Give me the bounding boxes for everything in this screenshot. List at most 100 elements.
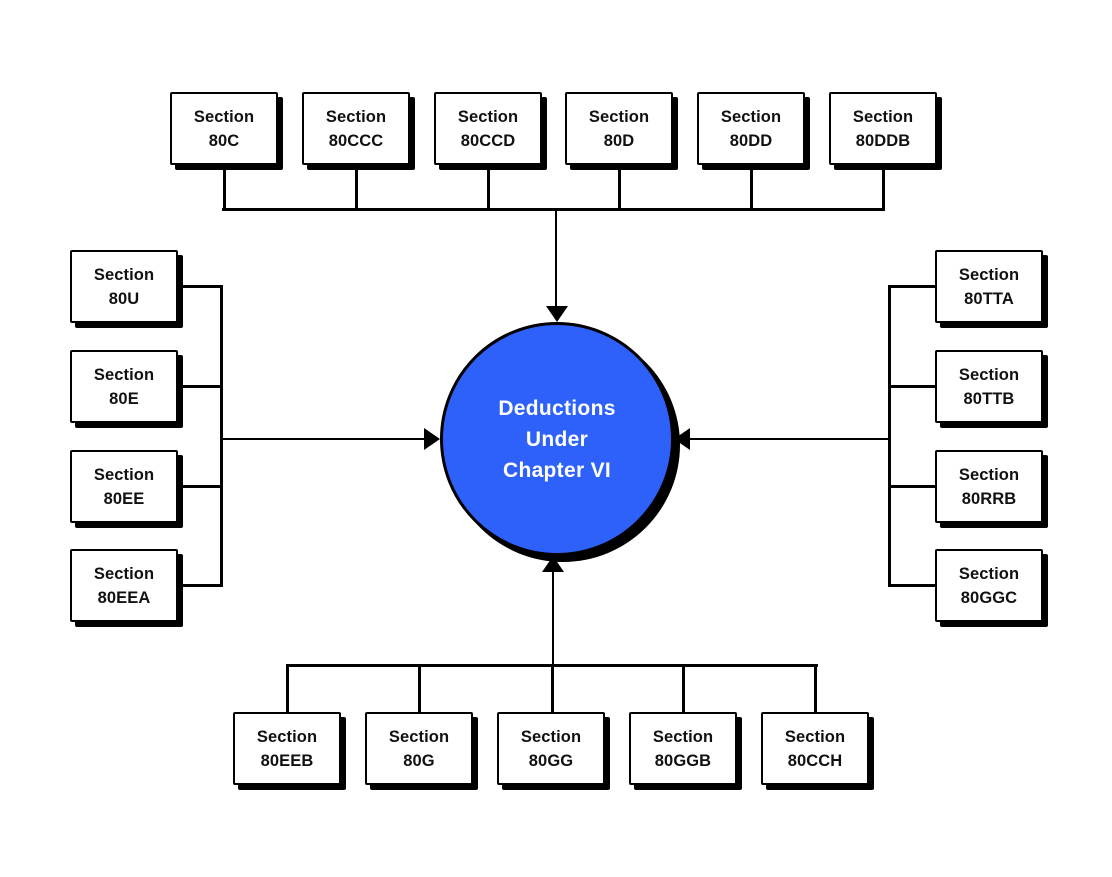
node-label: Section 80G [389,725,449,773]
node-label: Section 80E [94,363,154,411]
node-section-80eeb: Section 80EEB [233,712,341,785]
node-label: Section 80EE [94,463,154,511]
connector-line [176,584,223,587]
node-label-code: 80GGC [960,588,1018,607]
connector-line [814,664,817,714]
center-label: Deductions Under Chapter VI [498,393,615,486]
node-label-code: 80EE [103,489,145,508]
node-label: Section 80RRB [959,463,1019,511]
connector-line [176,285,223,288]
center-label-line: Chapter VI [502,458,612,482]
node-section-80c: Section 80C [170,92,278,165]
node-section-80ee: Section 80EE [70,450,178,523]
node-label-line1: Section [958,465,1020,484]
node-label-code: 80DDB [855,131,911,150]
node-label-code: 80TTA [964,289,1014,308]
node-section-80tta: Section 80TTA [935,250,1043,323]
node-label-line1: Section [93,265,155,284]
node-section-80dd: Section 80DD [697,92,805,165]
node-label-line1: Section [256,727,318,746]
arrow-shaft-top [555,209,557,307]
connector-line [418,664,421,714]
node-section-80ccd: Section 80CCD [434,92,542,165]
node-label-line1: Section [457,107,519,126]
node-label-code: 80TTB [963,389,1015,408]
connector-line [223,163,226,210]
arrow-shaft-bottom [552,570,554,666]
node-label: Section 80TTA [959,263,1019,311]
node-label: Section 80EEA [94,562,154,610]
node-label-line1: Section [325,107,387,126]
node-label-code: 80U [108,289,140,308]
node-label-line1: Section [93,465,155,484]
node-label-code: 80DD [729,131,773,150]
node-label: Section 80GG [521,725,581,773]
trunk-line-right [888,285,891,587]
connector-line [889,385,937,388]
center-label-line: Under [525,427,589,451]
node-label-code: 80CCD [460,131,516,150]
node-label: Section 80CCD [458,105,518,153]
node-label: Section 80TTB [959,363,1019,411]
node-label-code: 80EEB [260,751,314,770]
node-section-80ccc: Section 80CCC [302,92,410,165]
node-section-80eea: Section 80EEA [70,549,178,622]
node-label: Section 80CCC [326,105,386,153]
arrow-shaft-right [690,438,890,440]
trunk-line-top [222,208,885,211]
node-section-80u: Section 80U [70,250,178,323]
node-label-line1: Section [588,107,650,126]
node-label: Section 80EEB [257,725,317,773]
arrow-head-down [546,306,568,322]
connector-line [487,163,490,210]
connector-line [889,285,937,288]
arrow-head-right [424,428,440,450]
node-label-code: 80D [603,131,635,150]
node-label-line1: Section [958,265,1020,284]
node-label-line1: Section [193,107,255,126]
connector-line [176,385,223,388]
connector-line [176,485,223,488]
node-label-line1: Section [958,365,1020,384]
node-label-code: 80RRB [961,489,1017,508]
arrow-shaft-left [222,438,424,440]
node-section-80ggb: Section 80GGB [629,712,737,785]
node-label: Section 80C [194,105,254,153]
node-section-80ggc: Section 80GGC [935,549,1043,622]
node-section-80rrb: Section 80RRB [935,450,1043,523]
node-label-line1: Section [852,107,914,126]
connector-line [750,163,753,210]
node-label: Section 80GGB [653,725,713,773]
connector-line [882,163,885,210]
arrow-head-up [542,556,564,572]
connector-line [355,163,358,210]
node-section-80ddb: Section 80DDB [829,92,937,165]
node-label-line1: Section [388,727,450,746]
node-label-line1: Section [93,564,155,583]
node-label-line1: Section [720,107,782,126]
node-label-code: 80CCH [787,751,843,770]
trunk-line-left [220,285,223,587]
connector-line [551,664,554,714]
center-node: Deductions Under Chapter VI [440,322,674,556]
node-section-80gg: Section 80GG [497,712,605,785]
node-label-code: 80GG [528,751,574,770]
node-section-80e: Section 80E [70,350,178,423]
node-label-line1: Section [958,564,1020,583]
node-label-line1: Section [93,365,155,384]
node-section-80ttb: Section 80TTB [935,350,1043,423]
connector-line [889,485,937,488]
node-label: Section 80D [589,105,649,153]
arrow-head-left [674,428,690,450]
node-section-80cch: Section 80CCH [761,712,869,785]
node-label: Section 80CCH [785,725,845,773]
connector-line [286,664,289,714]
node-label-code: 80CCC [328,131,384,150]
node-label-code: 80E [109,389,139,408]
node-label: Section 80DDB [853,105,913,153]
connector-line [889,584,937,587]
node-label-line1: Section [652,727,714,746]
node-section-80d: Section 80D [565,92,673,165]
center-label-line: Deductions [498,396,616,420]
